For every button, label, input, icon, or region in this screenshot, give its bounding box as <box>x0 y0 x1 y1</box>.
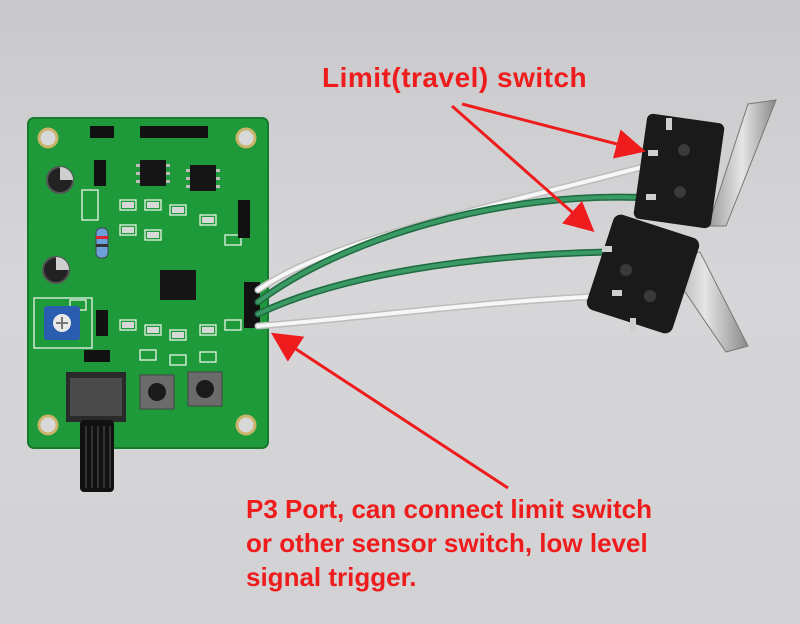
wires <box>254 161 654 330</box>
caption-line-1: P3 Port, can connect limit switch <box>246 494 652 524</box>
annotation-arrows <box>270 102 646 490</box>
pcb-board <box>27 117 269 492</box>
limit-switch-lower <box>586 214 749 353</box>
caption-line-3: signal trigger. <box>246 562 417 592</box>
arrow-to-p3-port <box>270 332 509 490</box>
caption-line-2: or other sensor switch, low level <box>246 528 648 558</box>
limit-switch-upper <box>633 99 777 229</box>
arrow-to-lower-switch <box>451 104 595 232</box>
p3-port-caption: P3 Port, can connect limit switch or oth… <box>246 492 796 594</box>
limit-switch-label: Limit(travel) switch <box>322 62 588 93</box>
arrow-to-upper-switch <box>461 102 646 159</box>
